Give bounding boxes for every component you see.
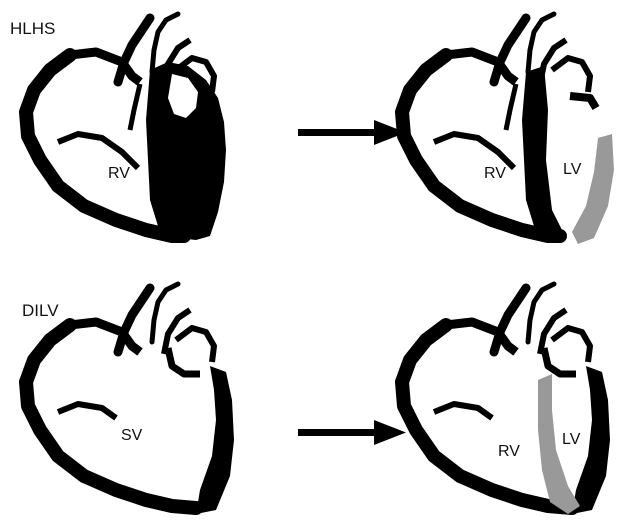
chamber-label-lv: LV	[562, 432, 580, 448]
great-vessel-right	[528, 284, 554, 342]
heart-dilv-before: SV	[0, 270, 260, 520]
left-atrium-base	[168, 348, 200, 374]
chamber-label-rv: RV	[498, 444, 520, 460]
heart-hlhs-before-drawing	[0, 0, 260, 250]
great-vessel-right	[152, 284, 178, 342]
heart-hlhs-before: RV	[0, 0, 260, 250]
heart-hlhs-after-drawing	[376, 0, 636, 250]
left-atrium-base	[544, 348, 576, 374]
chamber-label-rv: RV	[108, 166, 130, 182]
pulmonary-vein-loop	[552, 328, 590, 362]
rv-inner-wall	[58, 134, 138, 168]
inner-wall	[58, 404, 116, 418]
rv-outflow-line	[506, 84, 516, 130]
heart-dilv-after: RV LV	[376, 270, 636, 520]
heart-dilv-after-drawing	[376, 270, 636, 520]
chamber-label-rv: RV	[484, 166, 506, 182]
pulmonary-vein-loop	[552, 58, 590, 92]
chamber-label-lv: LV	[563, 162, 581, 178]
new-lv-wall-gray	[572, 134, 614, 244]
chamber-label-sv: SV	[121, 428, 142, 444]
septum-black	[522, 66, 566, 238]
inner-wall	[434, 404, 492, 418]
lv-free-wall	[196, 366, 234, 514]
heart-hlhs-after: RV LV	[376, 0, 636, 250]
great-vessel-right	[528, 14, 554, 72]
pulmonary-vein-loop	[176, 328, 214, 362]
rv-inner-wall	[434, 134, 514, 168]
mitral-ring	[570, 96, 596, 108]
rv-outflow-line	[130, 84, 140, 130]
heart-dilv-before-drawing	[0, 270, 260, 520]
